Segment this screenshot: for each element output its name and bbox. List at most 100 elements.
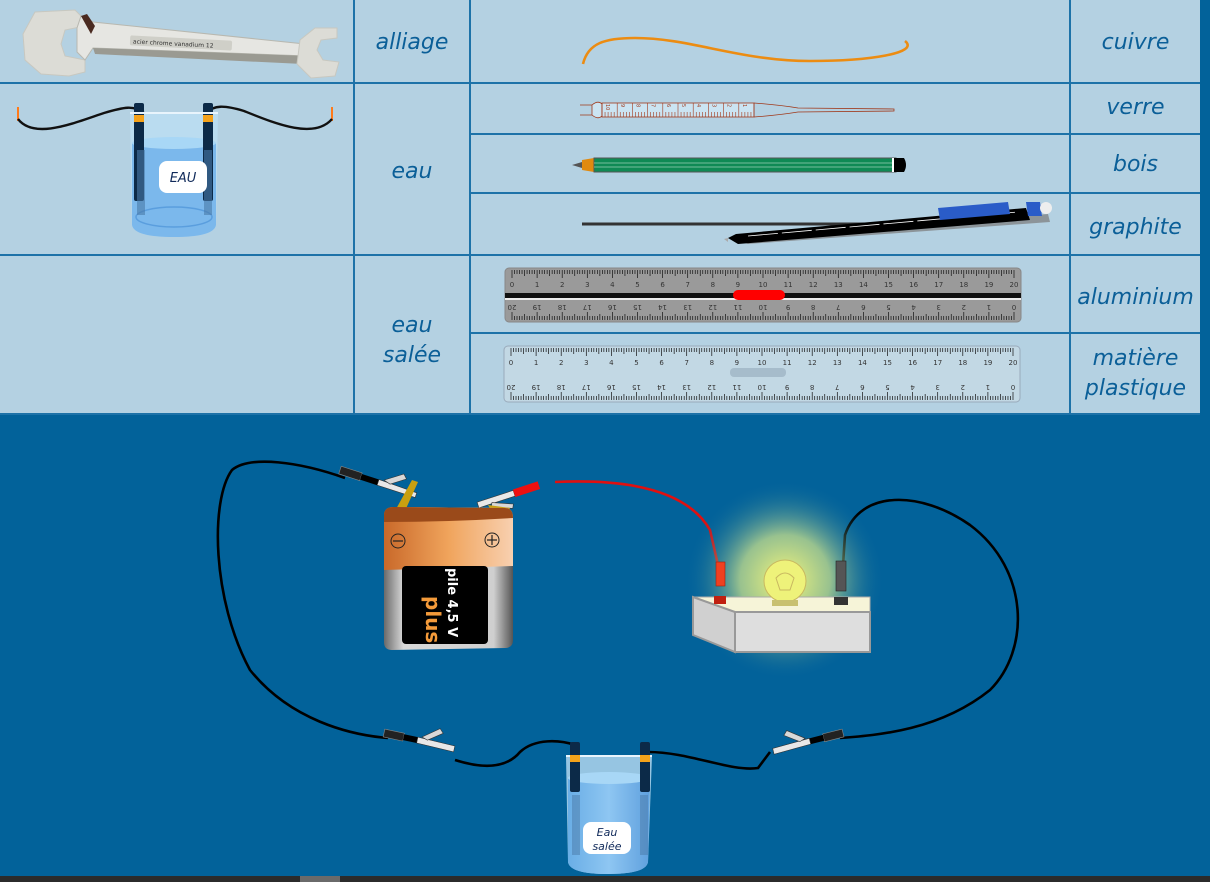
row-divider xyxy=(470,192,1200,194)
ruler-number: 4 xyxy=(609,359,614,367)
ruler-number: 3 xyxy=(935,383,939,391)
bottom-toolbar xyxy=(0,876,1210,882)
row-divider xyxy=(470,332,1200,334)
pencil-image[interactable] xyxy=(572,155,912,175)
pipette-number: 4 xyxy=(695,104,701,107)
ruler-number: 17 xyxy=(934,281,943,289)
banana-plug-black-icon[interactable] xyxy=(834,560,848,605)
wire-beaker-left[interactable] xyxy=(454,740,576,768)
ruler-number: 3 xyxy=(936,303,940,311)
ruler-number: 13 xyxy=(683,303,692,311)
ruler-number: 5 xyxy=(634,359,638,367)
ruler-number: 14 xyxy=(858,359,867,367)
ruler-number: 6 xyxy=(860,383,865,391)
ruler-number: 6 xyxy=(659,359,664,367)
ruler-number: 18 xyxy=(958,359,967,367)
ruler-number: 7 xyxy=(835,383,839,391)
ruler-number: 8 xyxy=(811,303,815,311)
ruler-number: 15 xyxy=(883,359,892,367)
water-beaker-image[interactable]: EAU xyxy=(14,95,339,245)
beaker-icon xyxy=(17,103,333,237)
bottom-scroll-thumb[interactable] xyxy=(300,876,340,882)
ruler-number: 9 xyxy=(735,359,739,367)
ruler-number: 14 xyxy=(859,281,868,289)
ruler-number: 4 xyxy=(610,281,615,289)
ruler-number: 20 xyxy=(507,383,516,391)
ruler-number: 12 xyxy=(708,303,717,311)
ruler-number: 20 xyxy=(508,303,517,311)
ruler-number: 18 xyxy=(959,281,968,289)
pipette-number: 9 xyxy=(619,104,625,107)
ruler-number: 9 xyxy=(786,303,790,311)
ruler-number: 20 xyxy=(1010,281,1019,289)
ruler-number: 2 xyxy=(560,281,564,289)
wire-right-loop[interactable] xyxy=(839,498,1020,740)
ruler-number: 18 xyxy=(557,383,566,391)
ruler-number: 2 xyxy=(559,359,563,367)
material-line-2: plastique xyxy=(1084,375,1187,401)
beaker-label: EAU xyxy=(170,171,197,186)
ruler-number: 12 xyxy=(707,383,716,391)
ruler-number: 18 xyxy=(558,303,567,311)
ruler-number: 11 xyxy=(783,359,792,367)
battery-4-5v-icon[interactable] xyxy=(384,507,513,650)
ruler-number: 19 xyxy=(984,281,993,289)
light-bulb-icon[interactable] xyxy=(763,559,807,606)
salt-water-beaker-icon[interactable] xyxy=(566,742,652,874)
pipette-number: 1 xyxy=(741,104,747,107)
ruler-number: 1 xyxy=(986,383,990,391)
mechanical-pencil-image[interactable] xyxy=(578,198,1068,250)
ruler-number: 17 xyxy=(582,383,591,391)
pencil-icon xyxy=(572,157,906,173)
ruler-number: 19 xyxy=(532,383,541,391)
ruler-number: 9 xyxy=(736,281,740,289)
ruler-number: 17 xyxy=(933,359,942,367)
ruler-number: 9 xyxy=(785,383,789,391)
material-line-1: matière xyxy=(1092,346,1179,371)
ruler-number: 17 xyxy=(583,303,592,311)
lamp-holder-box-icon[interactable] xyxy=(692,595,871,654)
battery-label-brand: plus xyxy=(421,596,445,643)
pipette-number: 2 xyxy=(726,104,732,107)
ruler-number: 10 xyxy=(759,281,768,289)
pipette-number: 3 xyxy=(710,104,716,107)
ruler-number: 6 xyxy=(660,281,665,289)
ruler-number: 7 xyxy=(685,281,689,289)
wire-beaker-right[interactable] xyxy=(647,750,772,770)
crocodile-clip-bottom-right-icon[interactable] xyxy=(769,717,845,755)
conductor-eau: eau xyxy=(391,159,433,184)
ruler-number: 11 xyxy=(784,281,793,289)
table-right-border xyxy=(1200,0,1210,415)
ruler-number: 13 xyxy=(682,383,691,391)
wrench-image[interactable]: acier chrome vanadium 12 xyxy=(15,4,340,80)
ruler-number: 16 xyxy=(908,359,917,367)
crocodile-clip-bottom-left-icon[interactable] xyxy=(382,717,458,753)
row-divider xyxy=(470,133,1200,135)
copper-wire-image[interactable] xyxy=(580,35,915,67)
ruler-number: 10 xyxy=(758,383,767,391)
ruler-number: 19 xyxy=(983,359,992,367)
mechanical-pencil-icon xyxy=(582,202,1052,244)
ruler-number: 16 xyxy=(607,303,616,311)
pipette-number: 8 xyxy=(634,104,640,107)
ruler-number: 8 xyxy=(710,359,714,367)
banana-plug-red-icon[interactable] xyxy=(714,561,726,604)
wire-left-loop[interactable] xyxy=(216,460,389,740)
ruler-number: 6 xyxy=(861,303,866,311)
ruler-number: 1 xyxy=(987,303,991,311)
copper-wire-icon xyxy=(581,36,909,65)
pipette-number: 5 xyxy=(680,104,686,107)
ruler-red-grip xyxy=(733,290,785,300)
ruler-number: 19 xyxy=(533,303,542,311)
ruler-number: 3 xyxy=(585,281,589,289)
ruler-number: 15 xyxy=(884,281,893,289)
pipette-number: 7 xyxy=(650,104,656,107)
